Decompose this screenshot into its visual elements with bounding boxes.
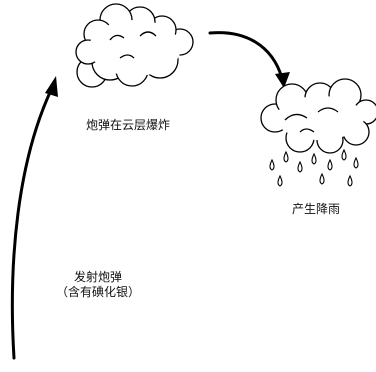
raindrops (269, 148, 359, 187)
raindrop-icon (347, 174, 353, 187)
launch-trajectory-arrow (10, 86, 54, 360)
raindrop-icon (269, 158, 275, 171)
launch-label-line2: （含有碘化银） (56, 285, 141, 299)
raindrop-icon (341, 148, 347, 161)
explosion-cloud-icon (75, 3, 194, 88)
launch-label-line1: 发射炮弹 (74, 270, 123, 284)
launch-label: 发射炮弹 （含有碘化银） (56, 270, 140, 300)
raindrop-icon (277, 174, 283, 187)
cloud-to-rain-arrowhead (275, 72, 290, 88)
explosion-label: 炮弹在云层爆炸 (86, 118, 171, 132)
rain-cloud-icon (260, 78, 376, 154)
raindrop-icon (311, 152, 317, 165)
rain-label: 产生降雨 (292, 202, 341, 216)
raindrop-icon (319, 172, 325, 185)
cloud-to-rain-arrow (208, 31, 284, 80)
raindrop-icon (297, 160, 303, 173)
launch-arrowhead (45, 76, 58, 97)
raindrop-icon (283, 150, 289, 163)
raindrop-icon (353, 156, 359, 169)
raindrop-icon (327, 158, 333, 171)
